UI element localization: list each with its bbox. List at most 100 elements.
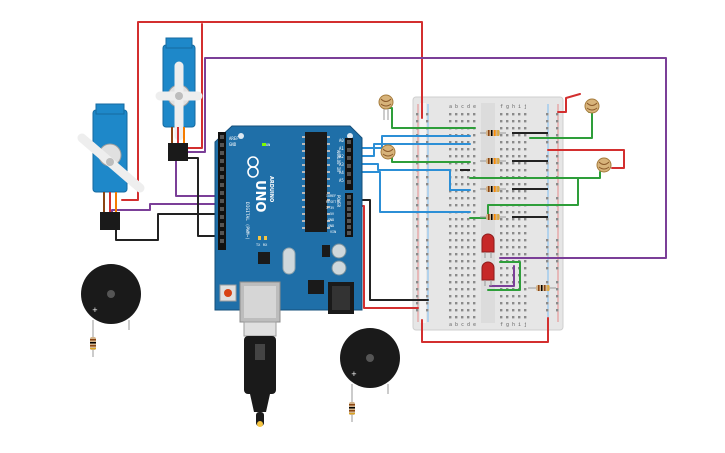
breadboard-hole xyxy=(500,218,503,221)
wire-purple-servo2[interactable] xyxy=(175,157,221,197)
breadboard-hole xyxy=(455,225,458,228)
breadboard-hole xyxy=(461,316,464,319)
resistor[interactable] xyxy=(349,394,355,422)
resistor[interactable] xyxy=(480,214,506,220)
chip-pin xyxy=(327,164,330,166)
chip-pin xyxy=(302,136,305,138)
breadboard-hole xyxy=(500,169,503,172)
wire-green-ldr4[interactable] xyxy=(469,177,597,219)
rail-hole xyxy=(556,253,559,256)
breadboard-hole xyxy=(467,225,470,228)
atmega-chip xyxy=(305,132,327,232)
photoresistor[interactable] xyxy=(378,94,394,120)
dc-jack-inner xyxy=(332,286,350,310)
reset-button-cap[interactable] xyxy=(224,289,232,297)
resistor[interactable] xyxy=(90,329,96,357)
rail-hole xyxy=(556,113,559,116)
wire-blue-a0[interactable] xyxy=(349,135,471,149)
breadboard-hole xyxy=(518,253,521,256)
breadboard-hole xyxy=(461,309,464,312)
breadboard-hole xyxy=(461,183,464,186)
wire-purple-led-bottom[interactable] xyxy=(489,265,515,287)
breadboard-hole xyxy=(455,295,458,298)
breadboard-hole xyxy=(473,302,476,305)
photoresistor[interactable] xyxy=(584,98,600,114)
wire-red-right-rail-2[interactable] xyxy=(547,149,625,169)
rail-hole xyxy=(426,288,429,291)
rail-hole xyxy=(556,120,559,123)
chip-pin xyxy=(327,227,330,229)
wire-purple-top[interactable] xyxy=(179,57,667,259)
digital-pins[interactable] xyxy=(220,135,224,243)
servo-motor-2[interactable] xyxy=(155,37,203,161)
breadboard-hole xyxy=(524,120,527,123)
photoresistor[interactable] xyxy=(596,157,612,173)
red-led[interactable] xyxy=(481,233,495,258)
red-led[interactable] xyxy=(481,261,495,286)
wire-purple-servo1[interactable] xyxy=(111,203,221,219)
breadboard-hole xyxy=(506,253,509,256)
breadboard-hole xyxy=(473,218,476,221)
breadboard-hole xyxy=(518,113,521,116)
usb-cable[interactable] xyxy=(243,321,277,427)
wire-green-ldr3[interactable] xyxy=(469,171,601,179)
breadboard-hole xyxy=(506,246,509,249)
piezo-buzzer-1[interactable]: + xyxy=(81,264,141,330)
wire-black-power-gnd[interactable] xyxy=(359,199,429,301)
wire-red-right-rail[interactable] xyxy=(557,93,581,113)
breadboard-hole xyxy=(512,225,515,228)
rail-hole xyxy=(556,155,559,158)
breadboard-hole xyxy=(512,309,515,312)
wire-red-5v-top[interactable] xyxy=(121,21,423,201)
breadboard-hole xyxy=(524,155,527,158)
on-label: ON xyxy=(266,143,270,147)
wire-blue-a2[interactable] xyxy=(349,163,471,191)
resistor[interactable] xyxy=(480,130,506,136)
breadboard-hole xyxy=(467,253,470,256)
rail-hole xyxy=(546,295,549,298)
resistor[interactable] xyxy=(528,285,556,291)
rail-hole xyxy=(416,204,419,207)
resistor[interactable] xyxy=(480,158,506,164)
breadboard-hole xyxy=(449,162,452,165)
breadboard-hole xyxy=(455,176,458,179)
photoresistor[interactable] xyxy=(380,144,396,160)
breadboard-hole xyxy=(524,169,527,172)
col-label: c xyxy=(461,322,464,328)
breadboard-hole xyxy=(518,211,521,214)
breadboard-hole xyxy=(506,316,509,319)
rail-hole xyxy=(546,120,549,123)
rail-hole xyxy=(556,288,559,291)
chip-pin xyxy=(302,157,305,159)
breadboard-hole xyxy=(467,281,470,284)
breadboard-hole xyxy=(512,134,515,137)
rail-hole xyxy=(416,309,419,312)
wire-red-bottom[interactable] xyxy=(421,317,549,343)
breadboard-hole xyxy=(449,316,452,319)
piezo-buzzer-2[interactable]: + xyxy=(340,328,400,394)
wire-red-power-5v[interactable] xyxy=(357,205,419,309)
resistor[interactable] xyxy=(480,186,506,192)
wire-green-led[interactable] xyxy=(487,261,521,291)
breadboard-hole xyxy=(473,134,476,137)
voltage-regulator xyxy=(308,280,324,294)
arduino-uno-board[interactable]: AREF GND DIGITAL (PWM~) ANALOG IN POWER … xyxy=(214,125,363,323)
chip-pin xyxy=(327,150,330,152)
power-pin xyxy=(347,213,351,217)
digital-pin xyxy=(220,167,224,171)
col-label: h xyxy=(512,322,515,328)
breadboard-hole xyxy=(524,267,527,270)
tx-label: TX xyxy=(256,243,261,247)
rail-hole xyxy=(426,253,429,256)
wire-blue-a3[interactable] xyxy=(349,171,471,213)
rail-hole xyxy=(556,246,559,249)
servo-connector[interactable] xyxy=(100,212,120,230)
wire-black-servo1-gnd[interactable] xyxy=(115,213,221,241)
analog-pin xyxy=(347,180,351,184)
arduino-logo: UNO ARDUINO xyxy=(247,156,274,213)
servo-connector[interactable] xyxy=(168,143,188,161)
right-header-pins[interactable] xyxy=(347,140,351,235)
servo-motor-1[interactable] xyxy=(77,103,145,230)
breadboard-hole xyxy=(524,309,527,312)
crystal xyxy=(282,247,296,275)
